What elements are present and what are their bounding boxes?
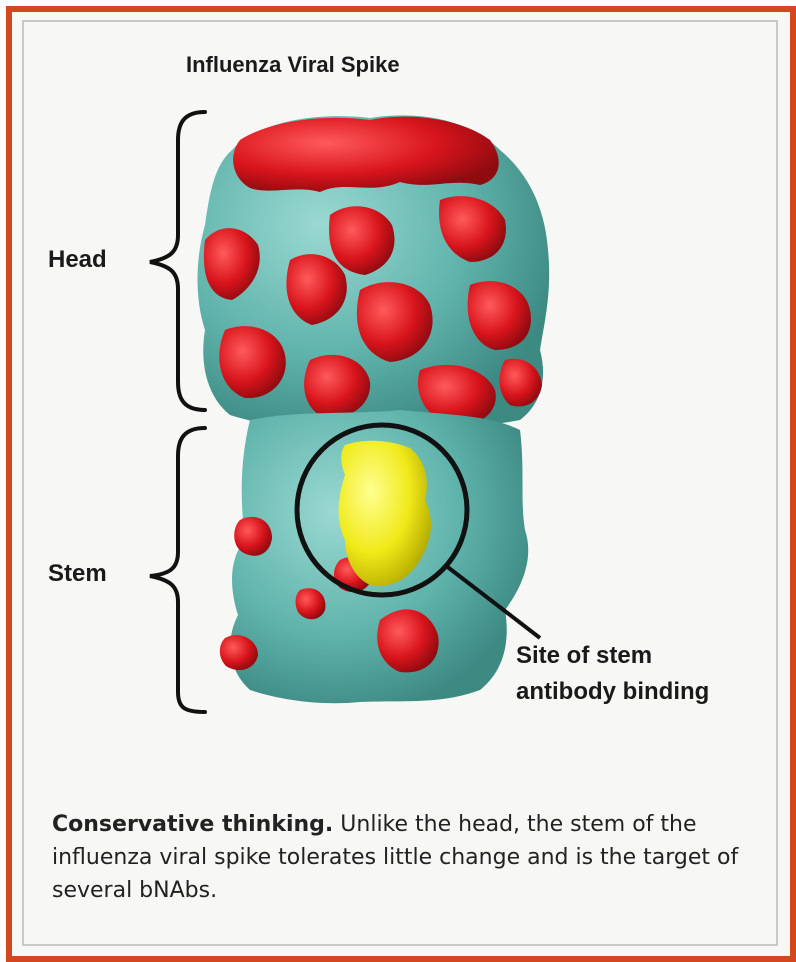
stem-label: Stem bbox=[48, 560, 107, 588]
caption-lead: Conservative thinking. bbox=[52, 812, 333, 837]
head-bracket bbox=[150, 112, 205, 410]
figure-caption: Conservative thinking. Unlike the head, … bbox=[52, 808, 772, 907]
figure-title: Influenza Viral Spike bbox=[186, 52, 400, 78]
binding-site-label-line2: antibody binding bbox=[516, 674, 709, 710]
antibody-binding-site bbox=[339, 441, 431, 586]
head-label: Head bbox=[48, 246, 107, 274]
binding-site-label-line1: Site of stem bbox=[516, 638, 709, 674]
spike-head bbox=[198, 115, 550, 427]
binding-site-label: Site of stem antibody binding bbox=[516, 638, 709, 710]
head-variable-patch bbox=[233, 117, 499, 192]
stem-bracket bbox=[150, 428, 205, 712]
